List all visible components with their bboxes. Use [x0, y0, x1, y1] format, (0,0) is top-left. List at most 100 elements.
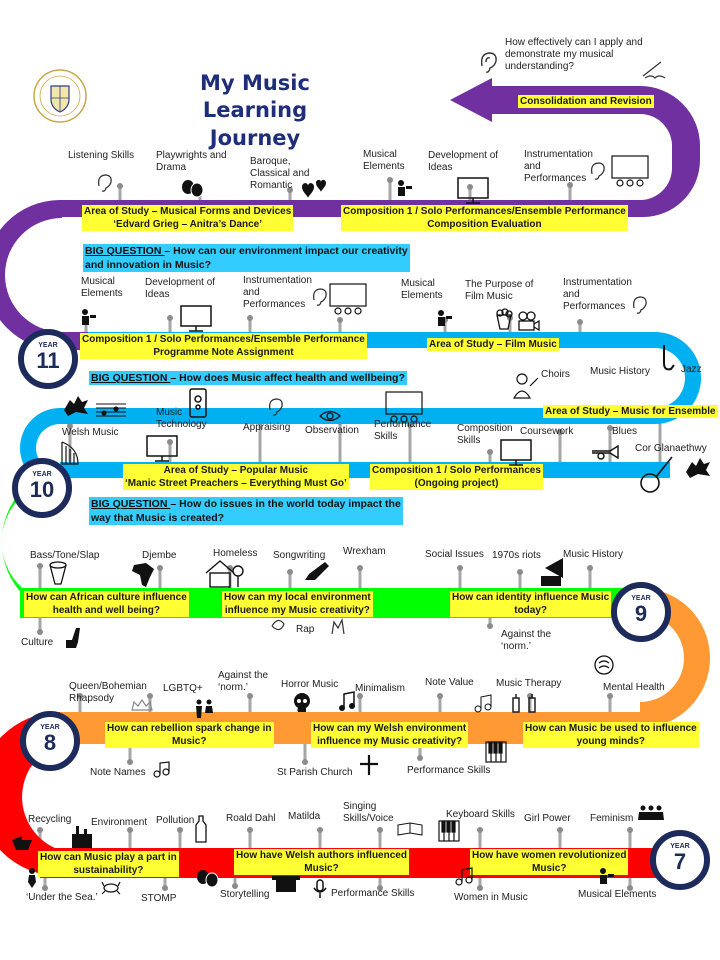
topic-label: Singing Skills/Voice: [343, 801, 394, 824]
connector-dot: [377, 885, 383, 891]
connector-dot: [127, 827, 133, 833]
connector-dot: [487, 623, 493, 629]
connector-dot: [487, 449, 493, 455]
topic-label: Keyboard Skills: [446, 809, 515, 820]
connector-dot: [577, 319, 583, 325]
topic-label: Matilda: [288, 811, 321, 822]
topic-label: Baroque, Classical and Romantic: [250, 156, 310, 191]
question-women: How have women revolutionized Music?: [470, 849, 629, 875]
topic-label: Bass/Tone/Slap: [30, 550, 100, 561]
topic-label: Roald Dahl: [226, 813, 276, 824]
big-question-year-10: BIG QUESTION – How does Music affect hea…: [89, 371, 407, 386]
connector-dot: [37, 563, 43, 569]
connector-dot: [157, 565, 163, 571]
topic-label: How effectively can I apply and demonstr…: [505, 37, 643, 72]
topic-label: Instrumentation and Performances: [563, 277, 632, 312]
road-red-left: [0, 712, 60, 876]
topic-label: Horror Music: [281, 679, 339, 690]
topic-label: Note Names: [90, 767, 146, 778]
topic-label: Environment: [91, 817, 148, 828]
connector-dot: [387, 177, 393, 183]
connector-dot: [337, 317, 343, 323]
topic-label: Music History: [590, 366, 651, 377]
topic-label: St Parish Church: [277, 767, 353, 778]
topic-label: Rap: [296, 624, 315, 635]
topic-label: Composition Skills: [457, 423, 513, 446]
page-title: My Music Learning Journey: [200, 71, 310, 150]
connector-dot: [507, 315, 513, 321]
connector-dot: [232, 883, 238, 889]
connector-dot: [567, 182, 573, 188]
road-orange-right: [630, 588, 710, 728]
topic-label: Appraising: [243, 422, 291, 433]
connector-dot: [442, 317, 448, 323]
connector-dot: [67, 423, 73, 429]
question-sustainability: How can Music play a part in sustainabil…: [38, 851, 179, 877]
topic-label: Feminism: [590, 813, 634, 824]
question-young-minds: How can Music be used to influence young…: [523, 722, 699, 748]
topic-label: Music Technology: [156, 407, 207, 430]
topic-label: Culture: [21, 637, 54, 648]
topic-label: Development of Ideas: [428, 150, 499, 173]
topic-popular-music: Area of Study – Popular Music ‘Manic Str…: [123, 464, 349, 490]
connector-dot: [287, 187, 293, 193]
road-purple-left: [0, 200, 90, 350]
topic-label: Mental Health: [603, 682, 665, 693]
topic-label: Note Value: [425, 677, 474, 688]
connector-dot: [127, 759, 133, 765]
connector-dot: [77, 693, 83, 699]
connector-dot: [162, 885, 168, 891]
topic-label: Minimalism: [355, 683, 405, 694]
topic-label: Against the ‘norm.’: [501, 629, 552, 652]
topic-label: Musical Elements: [363, 149, 405, 172]
connector-dot: [197, 185, 203, 191]
question-identity: How can identity influence Music today?: [450, 591, 612, 617]
connector-dot: [247, 693, 253, 699]
connector-dot: [627, 885, 633, 891]
topic-label: Listening Skills: [68, 150, 135, 161]
topic-label: Wrexham: [343, 546, 386, 557]
connector-dot: [357, 565, 363, 571]
topic-label: Social Issues: [425, 549, 484, 560]
topic-consolidation: Consolidation and Revision: [518, 95, 654, 108]
topic-label: Musical Elements: [578, 889, 657, 900]
topic-label: Instrumentation and Performances: [243, 275, 312, 310]
connector-dot: [167, 315, 173, 321]
topic-label: Against the ‘norm.’: [218, 670, 269, 693]
topic-label: Songwriting: [273, 550, 326, 561]
topic-label: Homeless: [213, 548, 258, 559]
topic-label: Musical Elements: [81, 276, 123, 299]
connector-dot: [37, 629, 43, 635]
connector-dot: [557, 827, 563, 833]
connector-dot: [287, 569, 293, 575]
connector-dot: [477, 885, 483, 891]
connector-dot: [457, 565, 463, 571]
topic-label: Performance Skills: [374, 419, 432, 442]
topic-label: Music Therapy: [496, 678, 562, 689]
topic-composition-evaluation: Composition 1 / Solo Performances/Ensemb…: [341, 205, 628, 231]
connector-dot: [302, 759, 308, 765]
topic-label: Women in Music: [454, 892, 528, 903]
topic-music-for-ensemble: Area of Study – Music for Ensemble: [543, 405, 718, 418]
connector-dot: [247, 315, 253, 321]
connector-dot: [467, 184, 473, 190]
connector-dot: [83, 317, 89, 323]
connector-dot: [607, 693, 613, 699]
connector-dot: [527, 693, 533, 699]
topic-label: Development of Ideas: [145, 277, 216, 300]
topic-label: Cor Glanaethwy: [635, 443, 707, 454]
topic-musical-forms: Area of Study – Musical Forms and Device…: [82, 205, 294, 231]
connector-dot: [377, 827, 383, 833]
road-purple-top: [60, 78, 700, 217]
connector-dot: [627, 827, 633, 833]
question-welsh-authors: How have Welsh authors influenced Music?: [234, 849, 409, 875]
topic-label: Welsh Music: [62, 427, 119, 438]
connector-dot: [517, 569, 523, 575]
connector-dot: [147, 693, 153, 699]
topic-ongoing-project: Composition 1 / Solo Performances (Ongoi…: [370, 464, 543, 490]
question-local-environment: How can my local environment influence m…: [222, 591, 373, 617]
connector-dot: [357, 693, 363, 699]
